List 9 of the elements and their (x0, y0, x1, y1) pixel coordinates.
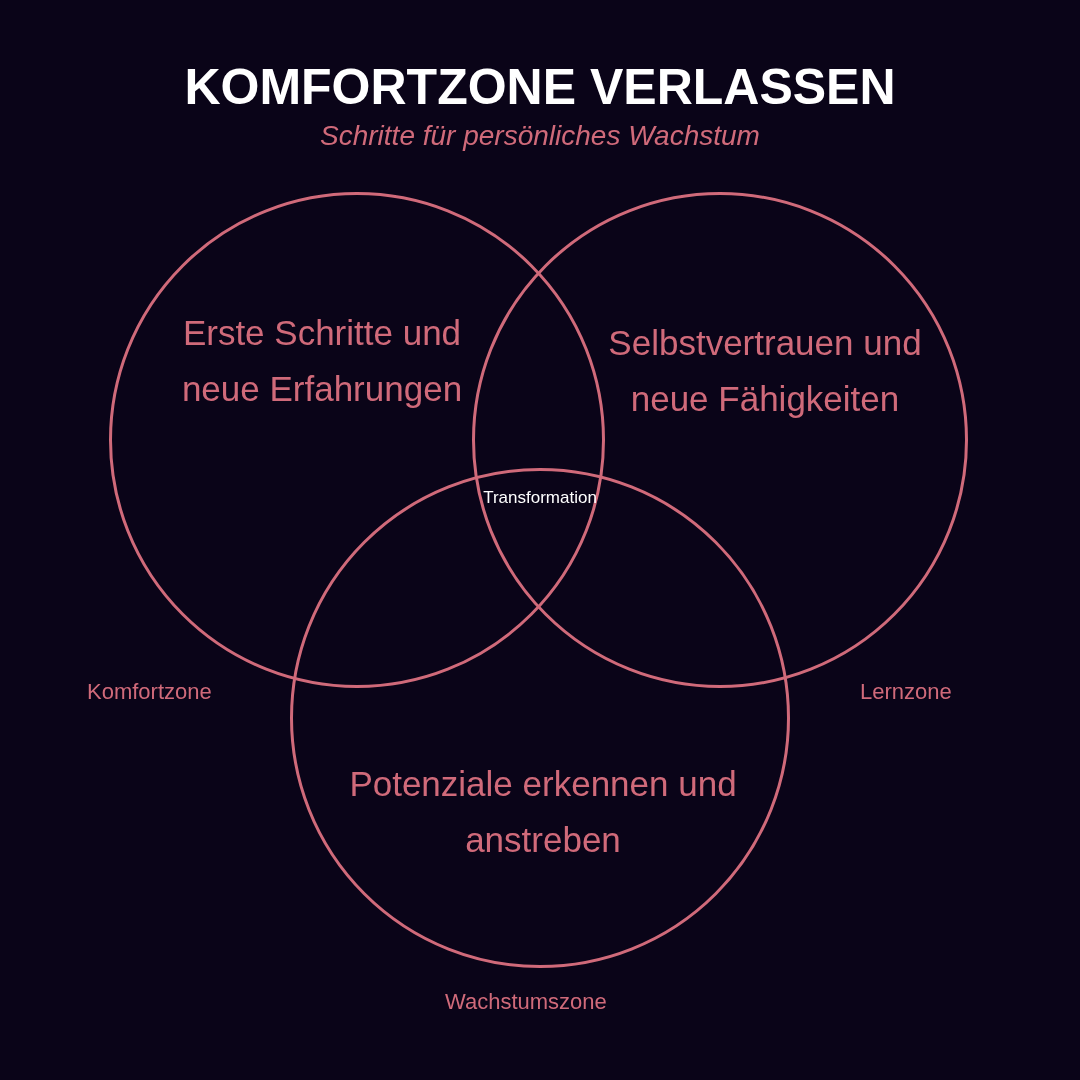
zone-label: Lernzone (860, 679, 952, 705)
zone-text: Potenziale erkennen und anstreben (348, 763, 738, 861)
zone-label: Komfortzone (87, 679, 212, 705)
title: KOMFORTZONE VERLASSEN (183, 58, 897, 116)
zone-text: Selbstvertrauen und neue Fähigkeiten (607, 322, 923, 420)
subtitle: Schritte für persönliches Wachstum (319, 120, 761, 152)
zone-text: Erste Schritte und neue Erfahrungen (180, 312, 464, 410)
center-label: Transformation (482, 488, 598, 508)
zone-label: Wachstumszone (445, 989, 607, 1015)
